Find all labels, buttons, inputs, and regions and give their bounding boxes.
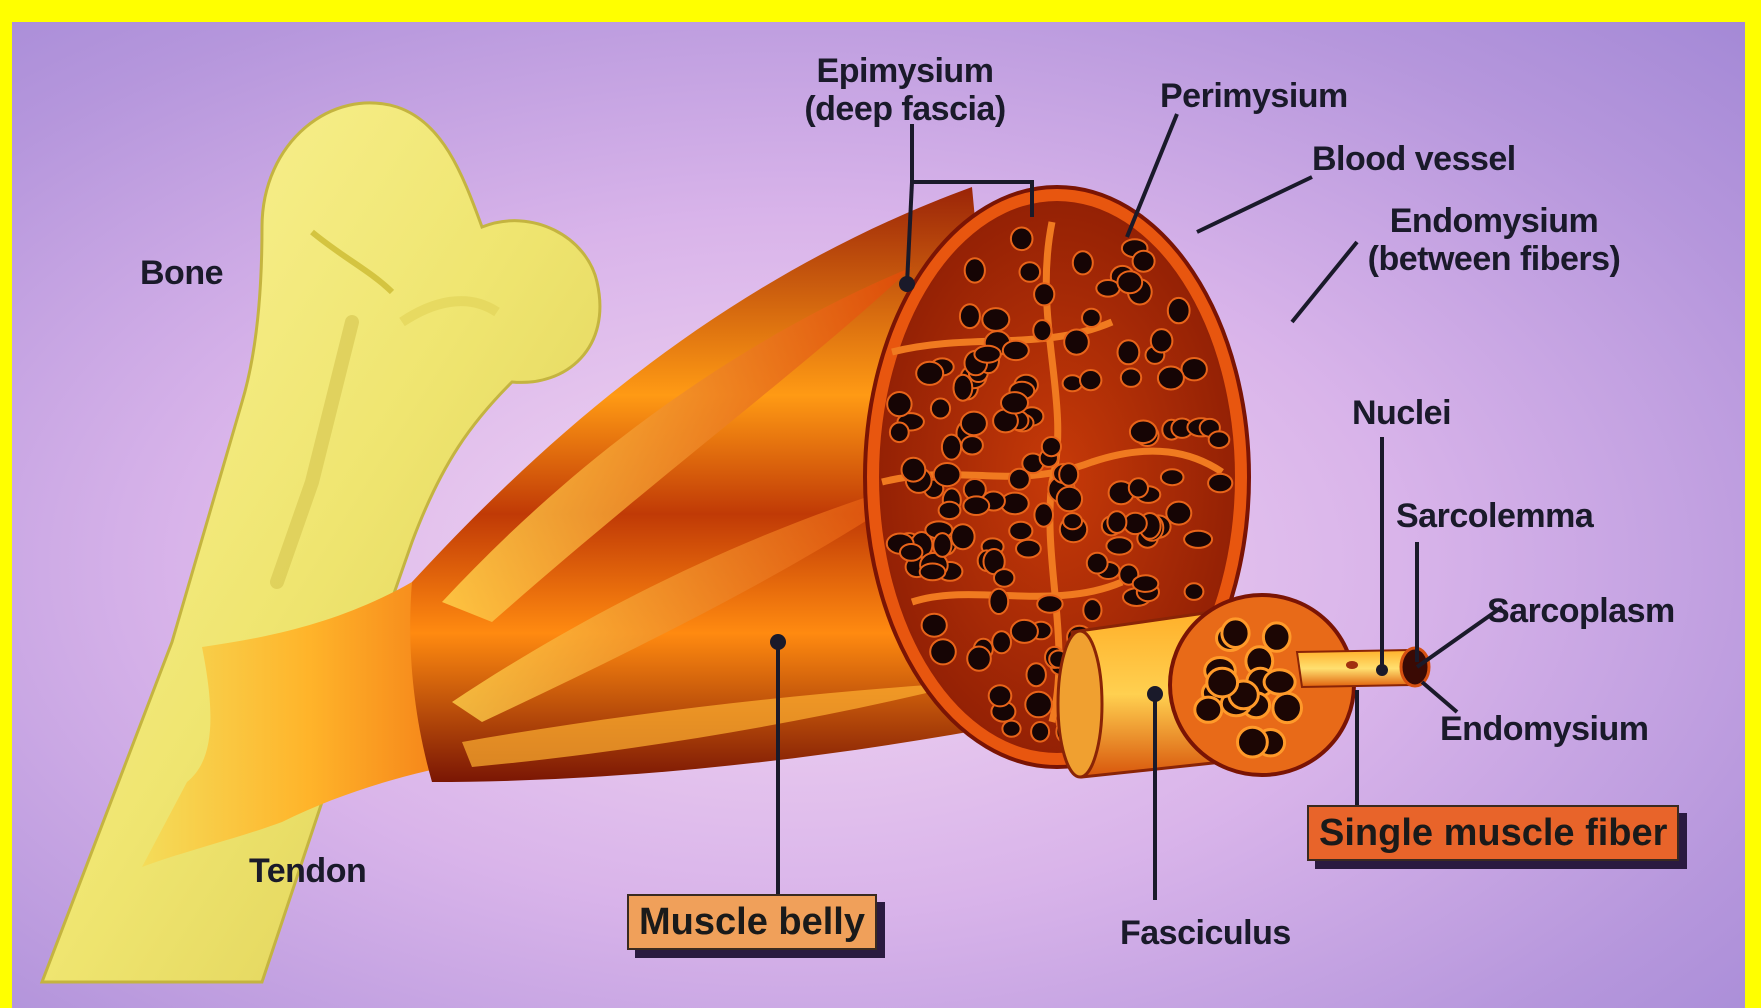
muscle-fiber-dot <box>931 399 950 419</box>
muscle-fiber-dot <box>1034 503 1053 526</box>
muscle-fiber-dot <box>963 496 989 515</box>
diagram-panel: Bone Epimysium (deep fascia) Perimysium … <box>12 22 1745 1008</box>
muscle-fiber-dot <box>1118 340 1140 364</box>
fasciculus-fiber-dot <box>1207 668 1238 697</box>
muscle-fiber-dot <box>1027 663 1046 686</box>
muscle-fiber-dot <box>1087 553 1108 574</box>
muscle-fiber-dot <box>1096 280 1119 297</box>
muscle-fiber-dot <box>1001 392 1028 413</box>
muscle-fiber-dot <box>1016 540 1041 558</box>
muscle-fiber-dot <box>1151 329 1173 352</box>
muscle-fiber-dot <box>1033 320 1051 341</box>
muscle-fiber-dot <box>1082 309 1101 327</box>
muscle-fiber-dot <box>1130 421 1157 444</box>
fasciculus-fiber-dot <box>1238 727 1268 757</box>
muscle-fiber-dot <box>1121 369 1141 387</box>
muscle-fiber-dot <box>951 524 974 549</box>
label-sarcolemma: Sarcolemma <box>1396 497 1593 535</box>
muscle-fiber-dot <box>1209 431 1230 448</box>
single-fiber-shape <box>1297 648 1429 687</box>
label-blood-vessel: Blood vessel <box>1312 140 1516 178</box>
muscle-fiber-dot <box>961 412 987 436</box>
muscle-fiber-dot <box>1184 531 1212 548</box>
muscle-fiber-dot <box>1129 478 1148 497</box>
muscle-fiber-dot <box>960 304 980 328</box>
muscle-fiber-dot <box>900 544 922 561</box>
muscle-fiber-dot <box>1025 692 1052 718</box>
muscle-fiber-dot <box>1168 298 1190 323</box>
muscle-fiber-dot <box>1031 722 1049 742</box>
label-nuclei: Nuclei <box>1352 394 1451 432</box>
muscle-fiber-dot <box>965 258 985 282</box>
label-muscle-belly: Muscle belly <box>627 894 877 950</box>
fasciculus-fiber-dot <box>1273 693 1302 722</box>
muscle-fiber-dot <box>1002 721 1020 737</box>
muscle-fiber-dot <box>1009 469 1030 490</box>
muscle-fiber-dot <box>1182 358 1207 380</box>
muscle-fiber-dot <box>1037 595 1062 612</box>
muscle-fiber-dot <box>934 463 961 486</box>
muscle-fiber-dot <box>1166 502 1191 525</box>
muscle-fiber-dot <box>989 685 1012 706</box>
muscle-fiber-dot <box>1003 341 1029 360</box>
muscle-fiber-dot <box>1034 283 1054 305</box>
label-bone: Bone <box>140 254 223 292</box>
muscle-fiber-dot <box>1042 437 1061 456</box>
muscle-fiber-dot <box>1133 251 1155 272</box>
muscle-fiber-dot <box>1057 487 1082 512</box>
muscle-fiber-dot <box>902 458 926 482</box>
muscle-fiber-dot <box>1106 537 1132 554</box>
label-tendon: Tendon <box>249 852 366 890</box>
muscle-fiber-dot <box>916 362 943 385</box>
fasciculus-fiber-dot <box>1222 619 1249 648</box>
muscle-fiber-dot <box>1064 330 1089 355</box>
muscle-fiber-dot <box>942 435 961 460</box>
muscle-fiber-dot <box>1009 522 1032 540</box>
muscle-fiber-dot <box>890 423 909 443</box>
muscle-fiber-dot <box>962 436 983 454</box>
muscle-fiber-dot <box>1161 469 1184 485</box>
label-endomysium-between: Endomysium (between fibers) <box>1344 202 1644 278</box>
muscle-fiber-dot <box>954 375 973 401</box>
muscle-fiber-dot <box>967 647 991 671</box>
label-epimysium: Epimysium (deep fascia) <box>785 52 1025 128</box>
label-endomysium-fiber: Endomysium <box>1440 710 1648 748</box>
muscle-fiber-dot <box>989 589 1008 614</box>
muscle-fiber-dot <box>974 346 1000 363</box>
muscle-fiber-dot <box>930 639 956 664</box>
label-perimysium: Perimysium <box>1160 77 1348 115</box>
label-epimysium-line2: (deep fascia) <box>785 90 1025 128</box>
muscle-fiber-dot <box>992 631 1011 653</box>
fasciculus-fiber-dot <box>1195 697 1222 722</box>
label-single-muscle-fiber: Single muscle fiber <box>1307 805 1679 861</box>
muscle-fiber-dot <box>1083 599 1101 621</box>
muscle-fiber-dot <box>1073 251 1093 274</box>
muscle-fiber-dot <box>1080 370 1101 390</box>
muscle-fiber-dot <box>887 392 911 416</box>
muscle-fiber-dot <box>933 533 951 557</box>
muscle-fiber-dot <box>920 564 946 581</box>
muscle-fiber-dot <box>1059 463 1078 485</box>
fasciculus-fiber-dot <box>1264 670 1295 694</box>
muscle-fiber-dot <box>1117 271 1142 293</box>
muscle-fiber-dot <box>1020 262 1041 282</box>
muscle-fiber-dot <box>922 614 947 637</box>
muscle-fiber-dot <box>1107 511 1126 533</box>
fasciculus-fiber-dot <box>1263 623 1290 651</box>
label-endomysium-line1: Endomysium <box>1344 202 1644 240</box>
label-endomysium-line2: (between fibers) <box>1344 240 1644 278</box>
label-fasciculus: Fasciculus <box>1120 914 1291 952</box>
muscle-fiber-dot <box>1208 474 1232 492</box>
muscle-fiber-dot <box>1133 575 1159 592</box>
muscle-fiber-dot <box>939 502 961 519</box>
muscle-fiber-dot <box>1011 228 1033 251</box>
muscle-fiber-dot <box>1063 513 1082 529</box>
muscle-fiber-dot <box>1011 620 1038 643</box>
muscle-fiber-dot <box>994 569 1014 587</box>
label-sarcoplasm: Sarcoplasm <box>1487 592 1675 630</box>
muscle-fiber-dot <box>1185 583 1204 600</box>
label-epimysium-line1: Epimysium <box>785 52 1025 90</box>
muscle-fiber-dot <box>982 308 1009 331</box>
muscle-fiber-dot <box>1158 367 1184 390</box>
